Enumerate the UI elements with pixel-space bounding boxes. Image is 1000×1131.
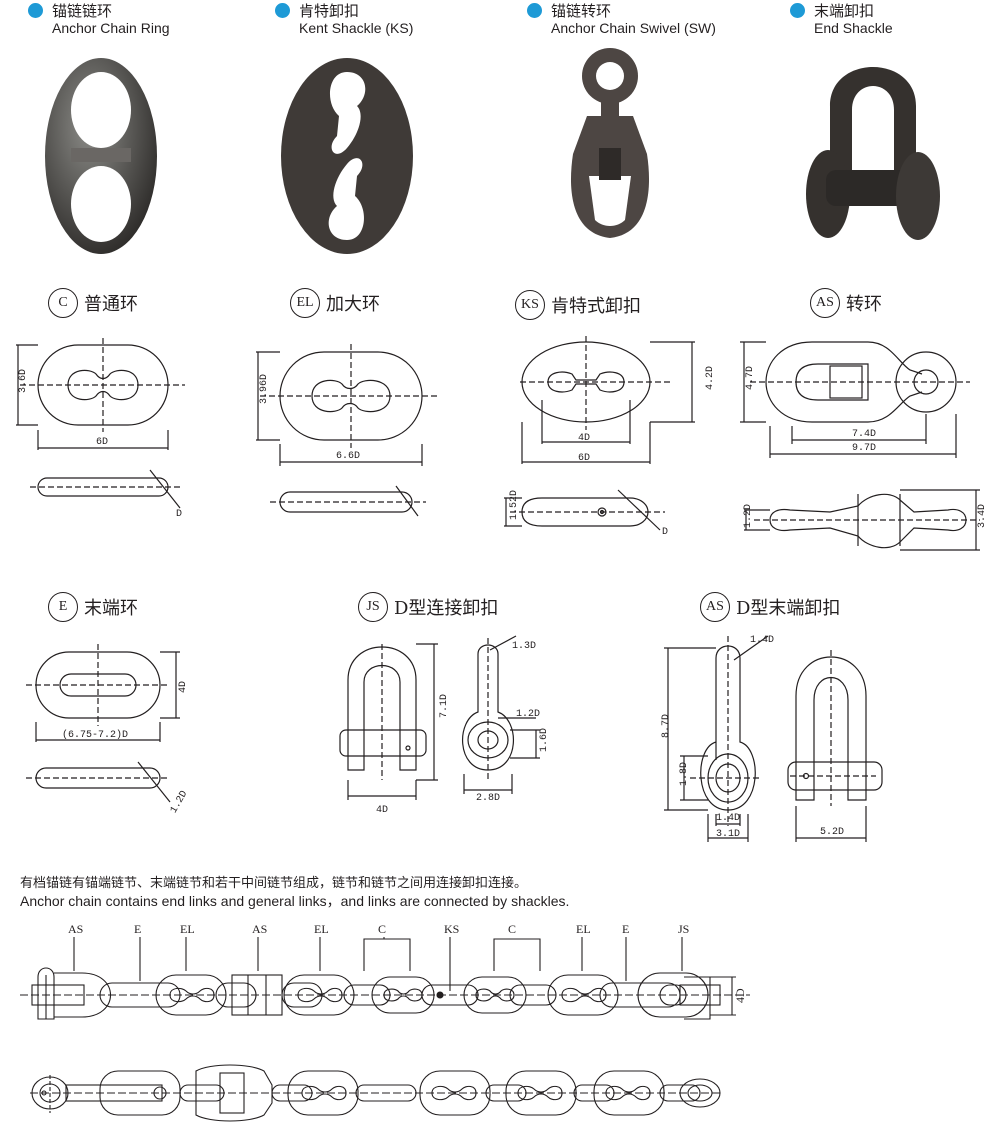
heading-title: 普通环 <box>84 294 138 315</box>
chain-label-c: C <box>508 922 516 936</box>
chain-labels: AS E EL AS EL C KS C EL E JS <box>68 922 689 936</box>
diagram-common-link: 3.6D 6D D <box>16 338 185 520</box>
note-en: Anchor chain contains end links and gene… <box>20 893 570 909</box>
product-zh: 肯特卸扣 <box>299 2 360 20</box>
bullet-icon <box>275 3 290 18</box>
chain-label-as: AS <box>68 922 83 936</box>
heading-c: C 普通环 <box>48 288 138 318</box>
heading-title: D型连接卸扣 <box>394 598 499 619</box>
code-badge: E <box>48 592 78 622</box>
heading-title: 末端环 <box>84 598 138 619</box>
dim-a: 1.4D <box>750 635 774 646</box>
diagram-enlarged-link: 3.96D 6.6D <box>256 344 440 517</box>
diagram-swivel: 4.7D 7.4D 9.7D 1.2D 3.4D <box>740 341 988 551</box>
chain-label-ks: KS <box>444 922 459 936</box>
code-badge: AS <box>700 592 730 622</box>
dim-e: 3.1D <box>716 829 740 840</box>
dim-d: D <box>176 509 182 520</box>
dim-c: 1.4D <box>716 813 740 824</box>
dim-c: 1.6D <box>539 728 550 752</box>
diagram-end-link: 4D (6.75-7.2)D 1.2D <box>26 644 191 815</box>
dim-w-inner: 4D <box>578 433 590 444</box>
heading-title: 肯特式卸扣 <box>551 296 641 317</box>
dim-t: 1.52D <box>509 490 520 520</box>
chain-assembly-diagram: AS E EL AS EL C KS C EL E JS <box>20 922 750 1122</box>
product-end-shackle: 末端卸扣 End Shackle <box>790 0 1000 250</box>
product-en: End Shackle <box>814 20 893 36</box>
dim-w-inner: 7.4D <box>852 429 876 440</box>
dim-w: 6.6D <box>336 451 360 462</box>
dim-d: 1.2D <box>169 789 191 815</box>
dim-h: 7.1D <box>439 694 450 718</box>
chain-ring-image <box>45 58 157 254</box>
dim-h: 4.2D <box>705 366 716 390</box>
code-badge: EL <box>290 288 320 318</box>
dim-w: 6D <box>578 453 590 464</box>
chain-dim: 4D <box>733 988 747 1003</box>
bullet-icon <box>527 3 542 18</box>
product-zh: 锚链转环 <box>551 2 612 20</box>
heading-e: E 末端环 <box>48 592 138 622</box>
code-badge: C <box>48 288 78 318</box>
heading-title: D型末端卸扣 <box>736 598 841 619</box>
kent-shackle-image <box>281 58 413 254</box>
product-en: Kent Shackle (KS) <box>299 20 414 36</box>
dim-a: 1.3D <box>512 641 536 652</box>
dim-h: 3.96D <box>259 374 270 404</box>
chain-label-el: EL <box>180 922 195 936</box>
dim-b: 1.8D <box>679 762 690 786</box>
chain-label-c: C <box>378 922 386 936</box>
dim-d: D <box>662 527 668 538</box>
heading-el: EL 加大环 <box>290 288 380 318</box>
heading-ks: KS 肯特式卸扣 <box>515 290 641 320</box>
heading-as: AS 转环 <box>810 288 882 318</box>
product-anchor-chain-swivel: 锚链转环 Anchor Chain Swivel (SW) <box>527 0 767 250</box>
chain-label-el: EL <box>314 922 329 936</box>
dim-h: 4.7D <box>745 366 756 390</box>
product-kent-shackle: 肯特卸扣 Kent Shackle (KS) <box>275 0 515 254</box>
diagram-d-end-shackle: 1.4D 8.7D 1.8D 1.4D 3.1D 5.2D <box>661 635 883 842</box>
heading-as-d: AS D型末端卸扣 <box>700 592 840 622</box>
bullet-icon <box>28 3 43 18</box>
dim-w: (6.75-7.2)D <box>62 729 128 741</box>
dim-h: 3.6D <box>18 369 29 393</box>
chain-label-js: JS <box>678 922 689 936</box>
chain-label-e: E <box>622 922 629 936</box>
product-en: Anchor Chain Ring <box>52 20 170 36</box>
product-anchor-chain-ring: 锚链链环 Anchor Chain Ring <box>28 0 268 254</box>
product-zh: 末端卸扣 <box>814 2 875 20</box>
dim-e: 2.8D <box>476 793 500 804</box>
chain-label-as: AS <box>252 922 267 936</box>
code-badge: JS <box>358 592 388 622</box>
note-zh: 有档锚链有锚端链节、末端链节和若干中间链节组成，链节和链节之间用连接卸扣连接。 <box>20 876 528 891</box>
diagram-d-joining-shackle: 7.1D 4D 1.3D 1.2D 1.6D 2.8D <box>339 635 550 816</box>
dim-h: 8.7D <box>661 714 672 738</box>
heading-title: 转环 <box>846 294 882 315</box>
dim-t: 1.2D <box>743 504 754 528</box>
dim-t2: 3.4D <box>977 504 988 528</box>
code-badge: AS <box>810 288 840 318</box>
dim-h: 4D <box>178 681 189 693</box>
bullet-icon <box>790 3 805 18</box>
code-badge: KS <box>515 290 545 320</box>
swivel-image <box>570 48 650 238</box>
product-en: Anchor Chain Swivel (SW) <box>551 20 716 36</box>
chain-label-e: E <box>134 922 141 936</box>
end-shackle-image <box>806 67 940 240</box>
product-zh: 锚链链环 <box>52 2 113 20</box>
diagram-kent-shackle: 4.2D 4D 6D 1.52D D <box>504 336 716 538</box>
chain-label-el: EL <box>576 922 591 936</box>
heading-title: 加大环 <box>326 294 380 315</box>
dim-b: 1.2D <box>516 709 540 720</box>
dim-w: 9.7D <box>852 443 876 454</box>
dim-w: 4D <box>376 805 388 816</box>
dim-w: 5.2D <box>820 827 844 838</box>
heading-js: JS D型连接卸扣 <box>358 592 498 622</box>
dim-w: 6D <box>96 437 108 448</box>
